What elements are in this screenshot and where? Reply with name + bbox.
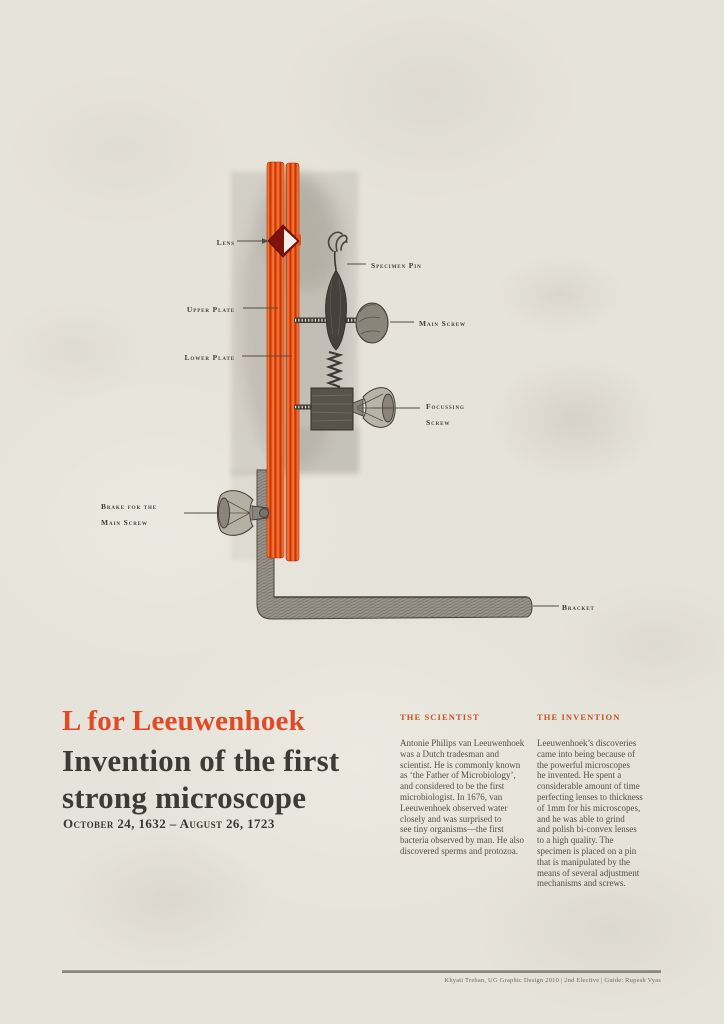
specimen-claw <box>327 231 348 252</box>
label-main-screw: Main Screw <box>419 319 466 328</box>
label-brake: Brake for the Main Screw <box>101 502 158 527</box>
brake-shape <box>217 490 269 536</box>
lens-arrowhead <box>262 238 269 244</box>
column-body-invention: Leeuwenhoek’s discoveries came into bein… <box>537 738 643 889</box>
column-body-scientist: Antonie Philips van Leeuwenhoek was a Du… <box>400 738 525 856</box>
column-heading-scientist: The Scientist <box>400 712 480 722</box>
label-specimen-pin: Specimen Pin <box>371 261 422 270</box>
label-upper-plate: Upper Plate <box>186 305 235 314</box>
bracket-shape <box>256 469 533 620</box>
column-the-scientist: The Scientist Antonie Philips van Leeuwe… <box>400 712 534 857</box>
poster-title-main: Invention of the first strong microscope <box>62 743 340 815</box>
orange-plates <box>266 161 301 562</box>
column-heading-invention: The Invention <box>537 712 621 722</box>
column-the-invention: The Invention Leeuwenhoek’s discoveries … <box>537 712 671 889</box>
specimen-pin-shape <box>325 231 348 389</box>
lifespan-dates: October 24, 1632 – August 26, 1723 <box>63 816 275 831</box>
label-focussing-screw: Focussing Screw <box>426 402 465 427</box>
plate-nub <box>297 234 301 246</box>
spring-coil <box>325 350 344 389</box>
footer-credit: Khyati Trehan, UG Graphic Design 2010 | … <box>444 977 661 984</box>
leader-lines <box>184 238 559 607</box>
label-lens: Lens <box>216 238 235 247</box>
main-screw-knob <box>355 302 389 344</box>
label-bracket: Bracket <box>562 603 595 612</box>
poster-title-accent: L for Leeuwenhoek <box>62 705 305 737</box>
footer-rule <box>62 971 661 973</box>
lens-shape <box>267 224 300 258</box>
label-lower-plate: Lower Plate <box>184 353 235 362</box>
